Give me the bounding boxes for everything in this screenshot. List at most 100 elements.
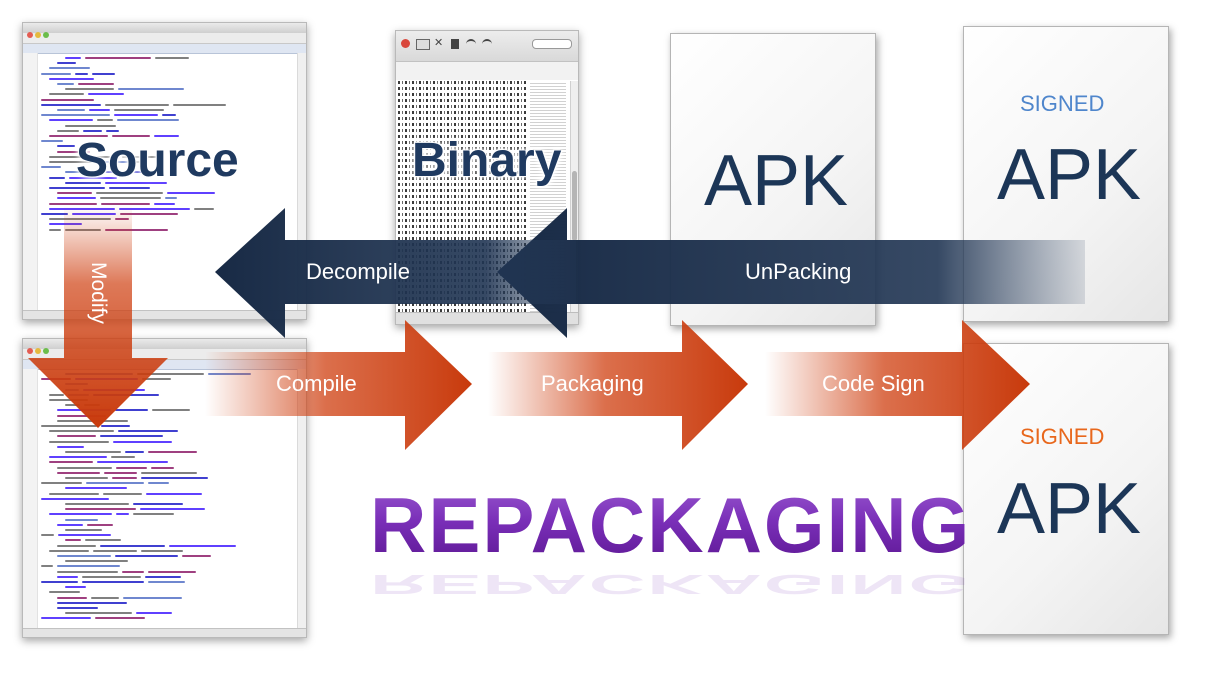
code-line [49, 591, 80, 594]
code-line [49, 440, 109, 443]
code-line [154, 135, 179, 137]
code-line [57, 596, 87, 599]
unpacking-label: UnPacking [745, 259, 852, 284]
code-line [115, 555, 178, 557]
code-line [165, 197, 177, 200]
code-line [167, 192, 215, 195]
code-line [141, 471, 197, 474]
code-line [97, 119, 113, 122]
code-line [65, 477, 108, 479]
signed-label-bottom: SIGNED [1020, 424, 1105, 449]
code-line [87, 523, 113, 526]
code-line [152, 409, 190, 412]
code-line [41, 534, 54, 537]
code-line [57, 555, 111, 557]
code-line [49, 456, 107, 459]
code-line [105, 103, 169, 106]
code-line [41, 103, 101, 106]
code-line [65, 539, 81, 542]
code-line [65, 404, 80, 407]
code-line [116, 466, 147, 469]
code-line [137, 373, 204, 375]
code-line [65, 518, 98, 521]
repackaging-title: REPACKAGING [370, 481, 972, 569]
code-line [114, 114, 158, 117]
code-line [65, 508, 136, 511]
code-line [41, 140, 63, 143]
code-line [162, 114, 176, 117]
code-line [120, 213, 178, 215]
code-line [57, 445, 84, 448]
code-line [141, 477, 208, 479]
code-line [49, 67, 90, 70]
code-line [41, 213, 68, 215]
code-line [114, 109, 164, 111]
code-line [101, 202, 150, 205]
repackaging-title-reflection: REPACKAGING [370, 568, 972, 600]
code-line [65, 560, 128, 563]
code-line [57, 145, 75, 148]
code-line [182, 555, 211, 557]
code-line [93, 549, 137, 552]
code-line [57, 565, 120, 568]
code-line [82, 581, 144, 583]
decompile-arrow [215, 208, 576, 338]
code-line [86, 482, 144, 485]
code-line [145, 575, 181, 578]
compile-arrow [205, 320, 472, 450]
code-line [49, 77, 94, 80]
code-line [89, 109, 110, 111]
code-line [173, 103, 226, 106]
code-line [154, 202, 175, 205]
code-line [92, 72, 115, 75]
code-line [133, 503, 183, 505]
code-line [82, 575, 141, 578]
code-line [57, 83, 74, 85]
code-line [111, 456, 135, 459]
code-line [57, 192, 92, 195]
code-line [41, 114, 110, 117]
code-line [105, 181, 167, 184]
code-line [57, 435, 96, 438]
code-line [118, 88, 184, 91]
code-line [194, 207, 214, 210]
code-line [49, 187, 105, 189]
code-line [85, 57, 151, 59]
code-line [49, 549, 89, 552]
code-line [41, 98, 94, 101]
code-line [95, 617, 145, 620]
code-line [83, 129, 102, 132]
code-line [57, 575, 78, 578]
code-line [169, 544, 236, 547]
code-line [65, 181, 101, 184]
code-line [65, 451, 121, 453]
code-line [133, 513, 174, 516]
code-line [57, 466, 112, 469]
code-line [148, 581, 185, 583]
code-line [49, 155, 118, 158]
code-line [104, 471, 137, 474]
code-line [57, 62, 76, 65]
code-line [103, 492, 142, 495]
code-line [49, 135, 108, 137]
packaging-label: Packaging [541, 371, 644, 396]
code-line [41, 497, 109, 500]
modify-label: Modify [87, 262, 110, 324]
code-line [123, 596, 182, 599]
apk-label: APK [704, 141, 849, 221]
code-line [57, 197, 96, 200]
code-line [65, 586, 86, 589]
code-line [117, 119, 179, 122]
code-line [96, 192, 163, 195]
packaging-arrow [488, 320, 748, 450]
code-line [105, 161, 130, 163]
code-line [119, 207, 190, 210]
code-line [41, 482, 82, 485]
code-line [41, 425, 97, 427]
code-line [148, 482, 169, 485]
code-line [49, 93, 84, 96]
code-line [49, 430, 114, 433]
code-line [141, 549, 183, 552]
code-line [49, 393, 64, 396]
